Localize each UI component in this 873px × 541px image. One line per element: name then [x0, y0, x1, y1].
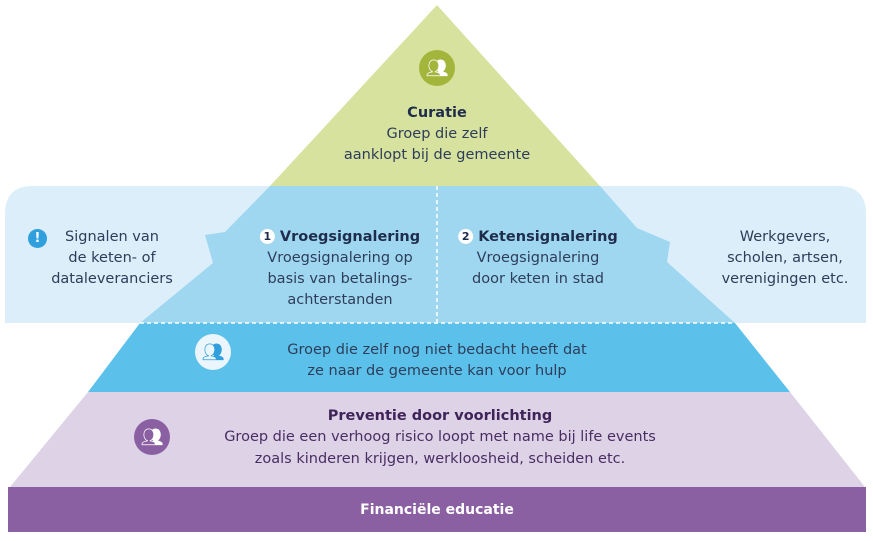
exclamation-icon: !: [28, 229, 47, 248]
signal-layer: [140, 186, 735, 323]
left-side-line: dataleveranciers: [51, 271, 173, 287]
right-side-line: Werkgevers,: [739, 229, 831, 245]
left-side-line: Signalen van: [65, 229, 159, 245]
number-badge: 1: [259, 229, 275, 244]
financial-education-band: Financiële educatie: [8, 487, 866, 532]
curatie-layer: [270, 5, 600, 186]
preventie-line: Groep die een verhoog risico loopt met n…: [224, 429, 656, 445]
right-side-line: verenigingen etc.: [721, 271, 849, 287]
ketensignalering-title: 2 Ketensignalering: [458, 227, 618, 248]
curatie-line: Groep die zelf: [386, 126, 488, 142]
preventie-line: zoals kinderen krijgen, werkloosheid, sc…: [254, 451, 626, 467]
right-side-line: scholen, artsen,: [727, 250, 843, 266]
middle-line: ze naar de gemeente kan voor hulp: [307, 363, 567, 379]
curatie-title: Curatie: [407, 105, 467, 121]
curatie-line: aanklopt bij de gemeente: [343, 147, 531, 163]
vroegsignalering-line: basis van betalings-: [267, 271, 413, 287]
vroegsignalering-line: Vroegsignalering op: [267, 250, 413, 266]
vroegsignalering-heading: Vroegsignalering: [279, 229, 421, 245]
prevention-layer: [10, 392, 865, 487]
middle-layer: [88, 323, 790, 392]
left-side-line: de keten- of: [68, 250, 156, 266]
ketensignalering-line: door keten in stad: [472, 271, 604, 287]
middle-line: Groep die zelf nog niet bedacht heeft da…: [287, 342, 587, 358]
preventie-title: Preventie door voorlichting: [327, 408, 553, 424]
ketensignalering-heading: Ketensignalering: [478, 229, 618, 245]
number-badge: 2: [458, 229, 474, 244]
people-icon: 👥︎: [419, 50, 455, 86]
financial-education-label: Financiële educatie: [360, 501, 514, 518]
vroegsignalering-title: 1 Vroegsignalering: [259, 227, 421, 248]
people-icon: 👥︎: [134, 419, 170, 455]
vroegsignalering-line: achterstanden: [287, 292, 393, 308]
ketensignalering-line: Vroegsignalering: [476, 250, 600, 266]
people-icon: 👥︎: [195, 334, 231, 370]
